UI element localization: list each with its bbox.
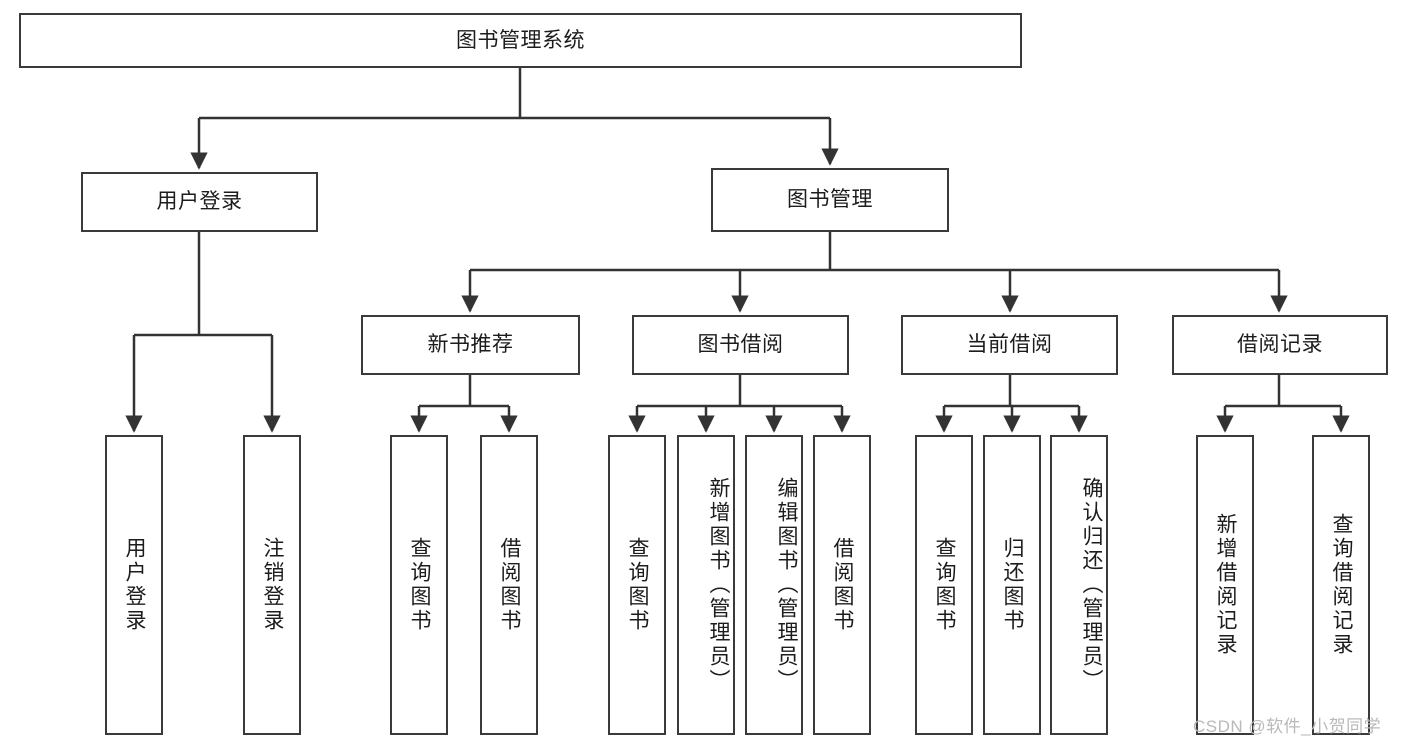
node-book-borrow[interactable]: 图书借阅: [632, 315, 849, 375]
leaf-book-borrow-query-book[interactable]: 查询图书: [608, 435, 666, 735]
csdn-watermark: CSDN @软件_小贺同学: [1193, 717, 1382, 736]
node-label: 归还图书: [1001, 537, 1024, 633]
node-label: 用户登录: [156, 190, 243, 214]
leaf-user-login-logout[interactable]: 注销登录: [243, 435, 301, 735]
node-label: 查询借阅记录: [1330, 513, 1353, 657]
node-label: 注销登录: [261, 537, 284, 633]
leaf-current-borrow-query-book[interactable]: 查询图书: [915, 435, 973, 735]
node-label: 借阅图书: [831, 537, 854, 633]
leaf-borrow-record-query-record[interactable]: 查询借阅记录: [1312, 435, 1370, 735]
node-label: 用户登录: [123, 537, 146, 633]
node-label: 新增图书（管理员）: [707, 477, 730, 693]
node-label: 借阅图书: [498, 537, 521, 633]
node-book-management[interactable]: 图书管理: [711, 168, 949, 232]
leaf-borrow-record-add-record[interactable]: 新增借阅记录: [1196, 435, 1254, 735]
node-label: 编辑图书（管理员）: [775, 477, 798, 693]
leaf-current-borrow-return-book[interactable]: 归还图书: [983, 435, 1041, 735]
node-label: 图书管理: [787, 188, 873, 212]
node-label: 查询图书: [933, 537, 956, 633]
node-root-book-management-system[interactable]: 图书管理系统: [19, 13, 1022, 68]
leaf-user-login-login[interactable]: 用户登录: [105, 435, 163, 735]
node-label: 查询图书: [626, 537, 649, 633]
node-new-book-recommend[interactable]: 新书推荐: [361, 315, 580, 375]
leaf-new-book-borrow-book[interactable]: 借阅图书: [480, 435, 538, 735]
leaf-new-book-query-book[interactable]: 查询图书: [390, 435, 448, 735]
leaf-book-borrow-edit-book-admin[interactable]: 编辑图书（管理员）: [745, 435, 803, 735]
node-current-borrow[interactable]: 当前借阅: [901, 315, 1118, 375]
node-label: 查询图书: [408, 537, 431, 633]
node-label: 新增借阅记录: [1214, 513, 1237, 657]
node-label: 当前借阅: [966, 333, 1053, 357]
node-label: 借阅记录: [1237, 333, 1323, 357]
node-borrow-record[interactable]: 借阅记录: [1172, 315, 1388, 375]
node-label: 图书借阅: [697, 333, 784, 357]
leaf-book-borrow-add-book-admin[interactable]: 新增图书（管理员）: [677, 435, 735, 735]
leaf-current-borrow-confirm-return-admin[interactable]: 确认归还（管理员）: [1050, 435, 1108, 735]
node-label: 确认归还（管理员）: [1080, 477, 1103, 693]
node-user-login[interactable]: 用户登录: [81, 172, 318, 232]
node-label: 新书推荐: [427, 333, 514, 357]
node-label: 图书管理系统: [456, 28, 585, 52]
leaf-book-borrow-borrow-book[interactable]: 借阅图书: [813, 435, 871, 735]
